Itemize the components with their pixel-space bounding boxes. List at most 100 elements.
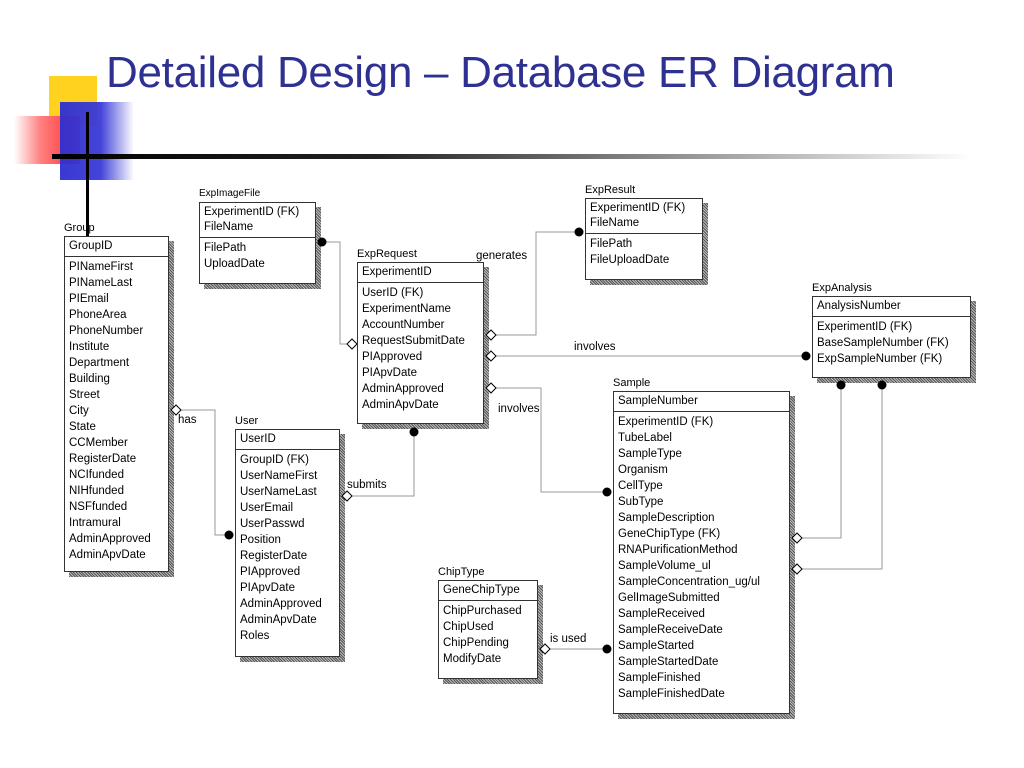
entity-name-exp-result: ExpResult	[585, 184, 636, 196]
entity-attribute: GroupID (FK)	[240, 454, 310, 466]
entity-attribute: SubType	[618, 496, 664, 508]
entity-attribute: PIApproved	[362, 351, 423, 363]
entity-attribute: SampleVolume_ul	[618, 560, 711, 572]
entity-attribute: NSFfunded	[69, 501, 128, 513]
entity-attribute: SampleReceived	[618, 608, 705, 620]
line-image	[322, 241, 352, 345]
entity-attribute: NIHfunded	[69, 485, 124, 497]
rel-label-submits: submits	[347, 479, 387, 491]
entity-name-group: Group	[64, 222, 95, 234]
primary-key-list: ExperimentID (FK)FileName	[200, 203, 315, 238]
entity-attribute: FilePath	[204, 242, 247, 254]
rel-label-involves-sample: involves	[498, 403, 540, 415]
entity-attribute: GelImageSubmitted	[618, 592, 720, 604]
entity-attribute: State	[69, 421, 96, 433]
primary-key-list: ExperimentID (FK)FileName	[586, 199, 702, 234]
line-sample-analysis-exp	[797, 385, 883, 570]
entity-attribute: SampleFinishedDate	[618, 688, 725, 700]
entity-attribute: PIApvDate	[240, 582, 295, 594]
entity-attribute: Institute	[69, 341, 110, 353]
entity-attribute: RegisterDate	[240, 550, 308, 562]
entity-attribute: PhoneNumber	[69, 325, 144, 337]
entity-attribute: AdminApvDate	[362, 399, 439, 411]
entity-attribute: PIApproved	[240, 566, 301, 578]
entity-attribute: Position	[240, 534, 281, 546]
line-has	[176, 409, 229, 536]
entity-attribute: SampleStarted	[618, 640, 695, 652]
logo-vertical-line	[86, 112, 89, 238]
entity-attribute: AdminApproved	[69, 533, 151, 545]
entity-exp-analysis: AnalysisNumber ExperimentID (FK)BaseSamp…	[812, 296, 976, 383]
entity-attribute: Roles	[240, 630, 270, 642]
line-involves-sample	[491, 387, 607, 493]
entity-attribute: ExperimentID (FK)	[618, 416, 714, 428]
entity-attribute: UserID (FK)	[362, 287, 424, 299]
entity-attribute: PINameFirst	[69, 261, 133, 273]
entity-name-user: User	[235, 415, 259, 427]
entity-attribute: BaseSampleNumber (FK)	[817, 337, 949, 349]
entity-name-exp-request: ExpRequest	[357, 248, 417, 260]
rel-label-is-used: is used	[550, 633, 587, 645]
logo-blue-square	[60, 102, 134, 180]
entity-name-chip-type: ChipType	[438, 566, 485, 578]
entity-attribute: Organism	[618, 464, 668, 476]
line-generates	[491, 231, 579, 336]
entity-name-exp-image-file: ExpImageFile	[199, 188, 261, 199]
entity-attribute: PIApvDate	[362, 367, 417, 379]
entity-attribute: PhoneArea	[69, 309, 127, 321]
entity-attribute: SampleDescription	[618, 512, 715, 524]
entity-attribute: ExperimentID (FK)	[817, 321, 913, 333]
entity-name-sample: Sample	[613, 377, 651, 389]
line-submits	[347, 432, 415, 497]
entity-attribute: City	[69, 405, 89, 417]
entity-attribute: RequestSubmitDate	[362, 335, 465, 347]
rel-label-involves-analysis: involves	[574, 341, 616, 353]
entity-attribute: UploadDate	[204, 258, 265, 270]
primary-key: ExperimentID	[358, 263, 483, 283]
entity-attribute: FileUploadDate	[590, 254, 670, 266]
entity-attribute: PINameLast	[69, 277, 133, 289]
entity-attribute: Department	[69, 357, 130, 369]
attribute-list: ExperimentID (FK)BaseSampleNumber (FK)Ex…	[813, 317, 970, 370]
entity-attribute: AdminApproved	[240, 598, 322, 610]
entity-attribute: RegisterDate	[69, 453, 137, 465]
entity-attribute: Building	[69, 373, 110, 385]
entity-attribute: UserEmail	[240, 502, 294, 514]
primary-key: GroupID	[65, 237, 168, 257]
title-underline	[52, 154, 972, 159]
entity-attribute: CellType	[618, 480, 663, 492]
entity-attribute: SampleFinished	[618, 672, 701, 684]
page-title: Detailed Design – Database ER Diagram	[106, 48, 895, 97]
entity-attribute: AdminApproved	[362, 383, 444, 395]
entity-attribute: FileName	[204, 221, 254, 233]
entity-attribute: SampleStartedDate	[618, 656, 719, 668]
entity-attribute: RNAPurificationMethod	[618, 544, 738, 556]
primary-key: GeneChipType	[439, 581, 537, 601]
entity-attribute: FilePath	[590, 238, 633, 250]
entity-attribute: UserNameLast	[240, 486, 317, 498]
entity-attribute: ExperimentID (FK)	[590, 202, 686, 214]
entity-attribute: Street	[69, 389, 100, 401]
entity-attribute: SampleConcentration_ug/ul	[618, 576, 760, 588]
entity-attribute: SampleReceiveDate	[618, 624, 723, 636]
primary-key: UserID	[236, 430, 339, 450]
primary-key: SampleNumber	[614, 392, 789, 412]
entity-attribute: CCMember	[69, 437, 128, 449]
entity-attribute: AccountNumber	[362, 319, 445, 331]
rel-label-generates: generates	[476, 250, 528, 262]
entity-attribute: AdminApvDate	[69, 549, 146, 561]
line-sample-analysis-base	[797, 385, 842, 539]
